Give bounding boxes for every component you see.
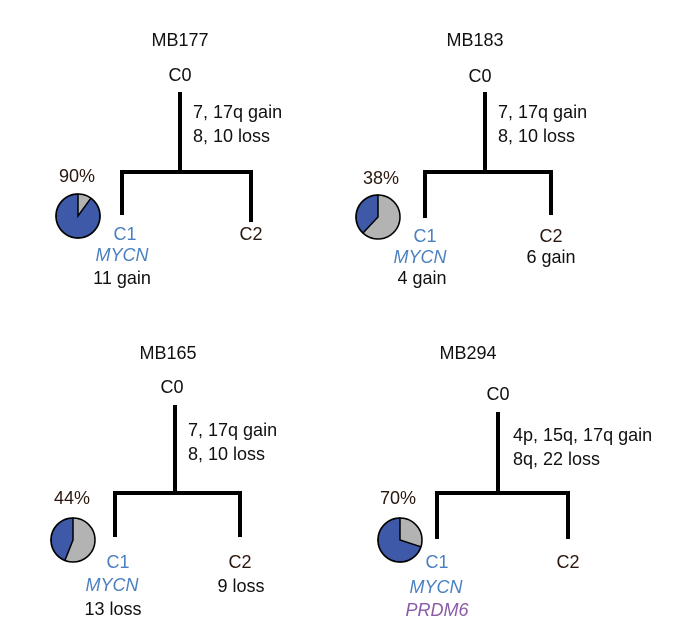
c1-gene-mycn: MYCN bbox=[410, 577, 464, 597]
clone-c1-label: C1 bbox=[413, 226, 436, 246]
tree-branches bbox=[113, 405, 242, 537]
root-node-label: C0 bbox=[168, 65, 191, 85]
tree-branches bbox=[423, 92, 553, 218]
clone-pie-chart bbox=[355, 194, 401, 240]
panel-title: MB183 bbox=[446, 30, 503, 50]
c1-gene: MYCN bbox=[394, 247, 448, 267]
trunk-event: 7, 17q gain bbox=[193, 102, 282, 122]
c1-gene: MYCN bbox=[96, 245, 150, 265]
tree-panel-mb183: MB183 C0 7, 17q gain 8, 10 loss 38% C1 M… bbox=[355, 30, 587, 288]
c1-gene: MYCN bbox=[86, 575, 140, 595]
pie-outline bbox=[355, 194, 401, 240]
clone-c1-label: C1 bbox=[425, 552, 448, 572]
panel-title: MB294 bbox=[439, 343, 496, 363]
pie-outline bbox=[50, 517, 96, 563]
clone-percent: 38% bbox=[363, 168, 399, 188]
clone-percent: 90% bbox=[59, 166, 95, 186]
panel-title: MB177 bbox=[151, 30, 208, 50]
tree-panel-mb165: MB165 C0 7, 17q gain 8, 10 loss 44% C1 M… bbox=[50, 343, 277, 619]
clone-percent: 70% bbox=[380, 488, 416, 508]
c1-event: 13 loss bbox=[84, 599, 141, 619]
clone-c1-label: C1 bbox=[113, 224, 136, 244]
clone-c2-label: C2 bbox=[239, 224, 262, 244]
trunk-event: 4p, 15q, 17q gain bbox=[513, 425, 652, 445]
tree-branches bbox=[435, 412, 570, 539]
c1-gene-prdm6: PRDM6 bbox=[405, 600, 469, 620]
clone-c2-label: C2 bbox=[539, 226, 562, 246]
root-node-label: C0 bbox=[468, 66, 491, 86]
tree-panel-mb177: MB177 C0 7, 17q gain 8, 10 loss 90% C1 M… bbox=[55, 30, 282, 288]
trunk-event: 8q, 22 loss bbox=[513, 449, 600, 469]
pie-outline bbox=[55, 193, 101, 239]
clone-percent: 44% bbox=[54, 488, 90, 508]
root-node-label: C0 bbox=[160, 377, 183, 397]
c2-event: 6 gain bbox=[526, 247, 575, 267]
c1-event: 11 gain bbox=[93, 268, 151, 288]
clone-pie-chart bbox=[377, 517, 423, 563]
clone-pie-chart bbox=[55, 193, 101, 239]
clone-c2-label: C2 bbox=[228, 552, 251, 572]
clone-pie-chart bbox=[50, 517, 96, 563]
trunk-event: 8, 10 loss bbox=[498, 126, 575, 146]
tree-panel-mb294: MB294 C0 4p, 15q, 17q gain 8q, 22 loss 7… bbox=[377, 343, 652, 620]
clone-c1-label: C1 bbox=[106, 552, 129, 572]
c1-event: 4 gain bbox=[397, 268, 446, 288]
root-node-label: C0 bbox=[486, 384, 509, 404]
trunk-event: 8, 10 loss bbox=[193, 126, 270, 146]
trunk-event: 7, 17q gain bbox=[498, 102, 587, 122]
panel-title: MB165 bbox=[139, 343, 196, 363]
clone-c2-label: C2 bbox=[556, 552, 579, 572]
pie-outline bbox=[377, 517, 423, 563]
tree-branches bbox=[120, 92, 253, 222]
c2-event: 9 loss bbox=[217, 576, 264, 596]
trunk-event: 8, 10 loss bbox=[188, 444, 265, 464]
trunk-event: 7, 17q gain bbox=[188, 420, 277, 440]
